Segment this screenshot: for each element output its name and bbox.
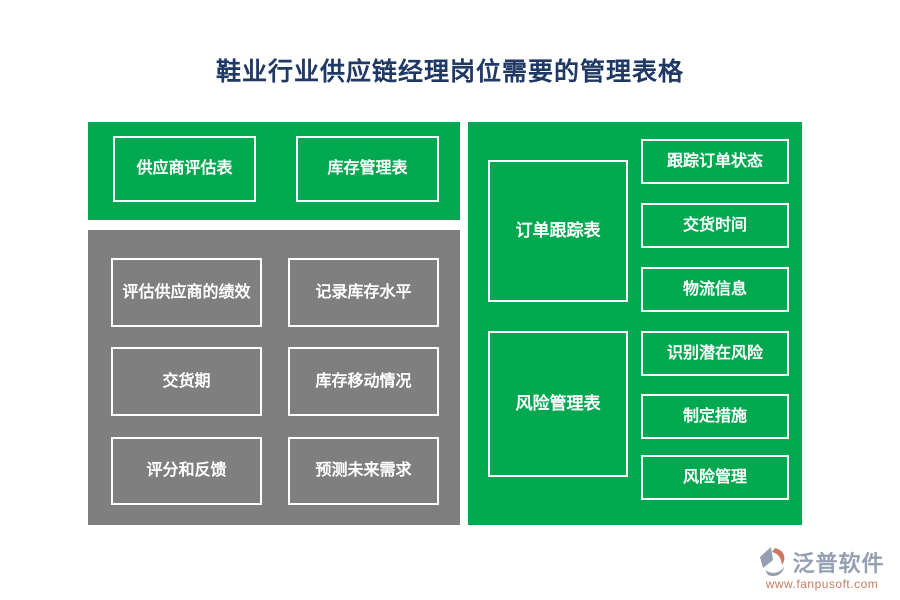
node-evaluate-supplier-performance: 评估供应商的绩效	[111, 258, 262, 327]
node-identify-potential-risks: 识别潜在风险	[641, 331, 789, 376]
node-delivery-time: 交货时间	[641, 203, 789, 248]
panel-supplier-inventory: 供应商评估表 库存管理表	[88, 122, 460, 220]
node-order-tracking-table: 订单跟踪表	[488, 160, 628, 302]
brand-url: www.fanpusoft.com	[765, 577, 879, 591]
node-forecast-future-demand: 预测未来需求	[288, 437, 439, 505]
node-delivery-period: 交货期	[111, 347, 262, 416]
node-formulate-measures: 制定措施	[641, 394, 789, 439]
brand-footer: 泛普软件 www.fanpusoft.com	[746, 546, 898, 591]
node-risk-management-table: 风险管理表	[488, 331, 628, 477]
node-logistics-info: 物流信息	[641, 267, 789, 312]
fanpu-logo-icon	[760, 547, 785, 577]
node-supplier-evaluation-table: 供应商评估表	[113, 136, 256, 202]
node-track-order-status: 跟踪订单状态	[641, 139, 789, 184]
brand-name: 泛普软件	[792, 551, 885, 576]
panel-order-risk: 订单跟踪表 跟踪订单状态 交货时间 物流信息 风险管理表 识别潜在风险 制定措施…	[468, 122, 802, 525]
node-record-inventory-level: 记录库存水平	[288, 258, 439, 327]
page-title: 鞋业行业供应链经理岗位需要的管理表格	[215, 59, 684, 86]
node-risk-management: 风险管理	[641, 455, 789, 500]
node-inventory-movement: 库存移动情况	[288, 347, 439, 416]
node-score-and-feedback: 评分和反馈	[111, 437, 262, 505]
node-inventory-management-table: 库存管理表	[296, 136, 439, 202]
panel-detail-items: 评估供应商的绩效 记录库存水平 交货期 库存移动情况 评分和反馈 预测未来需求	[88, 230, 460, 525]
